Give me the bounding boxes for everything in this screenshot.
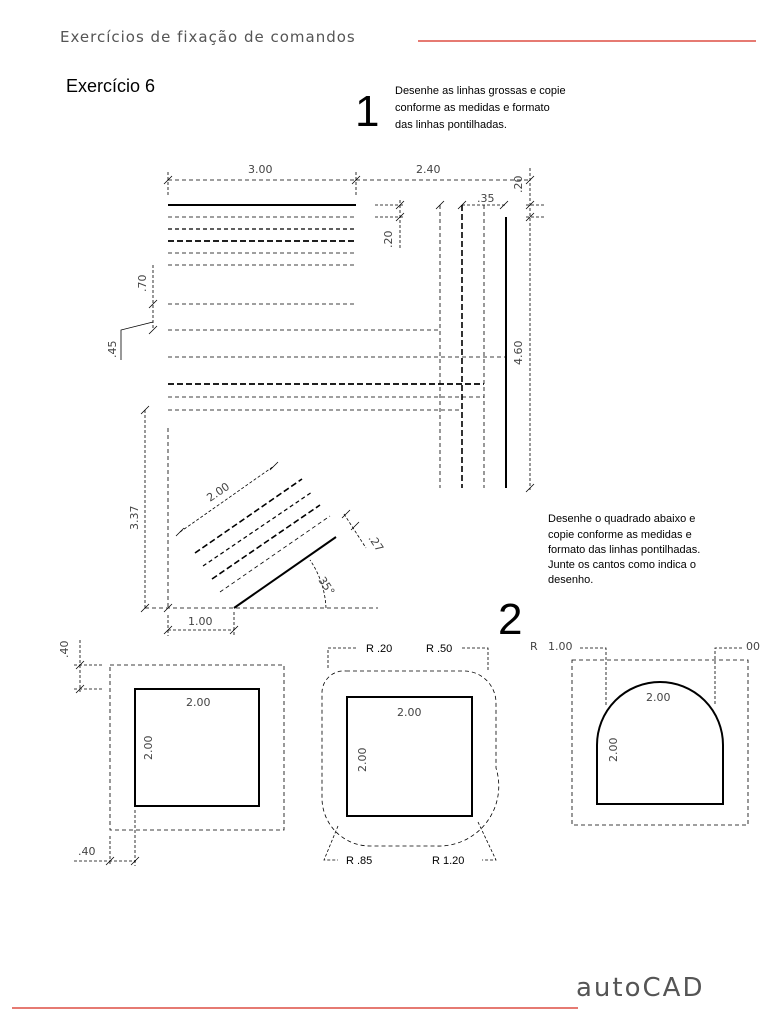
dim-4-60: 4.60 [512, 341, 525, 366]
dim-top-20: .20 [512, 176, 525, 194]
square-3 [571, 647, 749, 826]
square2-radius-top-left: R .20 [366, 643, 392, 655]
square1-offset-bottom: .40 [78, 845, 96, 858]
part2-instruction-line-4: Junte os cantos como indica o [548, 559, 696, 571]
part2-instruction-line-5: desenho. [548, 574, 593, 586]
part2-instruction-line-3: formato das linhas pontilhadas. [548, 544, 700, 556]
part2-instruction-line-1: Desenhe o quadrado abaixo e [548, 513, 695, 525]
square2-top-label: 2.00 [397, 706, 422, 719]
exercise-title: Exercício 6 [66, 76, 155, 96]
dim-diag-2-00: 2.00 [204, 480, 232, 504]
square2-radius-bottom-right: R 1.20 [432, 855, 464, 867]
part1-drawing [120, 168, 545, 636]
dim-1-00: 1.00 [188, 615, 213, 628]
dim-angle-35: 35° [316, 574, 338, 597]
part2-instruction-line-2: copie conforme as medidas e [548, 529, 692, 541]
footer-brand: autoCAD [576, 973, 704, 1003]
dim-27: .27 [366, 532, 387, 554]
dim-spacing-20: .20 [382, 231, 395, 249]
dim-top-2-40: 2.40 [416, 163, 441, 176]
dim-3-37: 3.37 [128, 506, 141, 531]
part1-number: 1 [355, 87, 379, 136]
square3-top-label: 2.00 [646, 691, 671, 704]
square-2 [321, 647, 500, 861]
square1-side-label: 2.00 [142, 736, 155, 761]
square3-radius-right: 00 [746, 640, 760, 653]
square3-radius-left: 1.00 [548, 640, 573, 653]
header-title: Exercícios de fixação de comandos [60, 28, 356, 46]
part1-instruction-line-1: Desenhe as linhas grossas e copie [395, 85, 566, 97]
part2-number: 2 [498, 595, 522, 644]
dim-45: .45 [106, 341, 119, 359]
dim-gap-35: .35 [477, 192, 495, 205]
square3-radius-prefix: R [530, 640, 538, 653]
square-1 [74, 640, 285, 866]
part1-instruction-line-3: das linhas pontilhadas. [395, 119, 507, 131]
square2-side-label: 2.00 [356, 748, 369, 773]
square2-radius-top-right: R .50 [426, 643, 452, 655]
dim-top-3-00: 3.00 [248, 163, 273, 176]
dim-70: .70 [136, 275, 149, 293]
square2-radius-bottom-left: R .85 [346, 855, 372, 867]
part1-instruction-line-2: conforme as medidas e formato [395, 102, 550, 114]
square1-offset-top: .40 [58, 641, 71, 659]
square3-side-label: 2.00 [607, 738, 620, 763]
square1-top-label: 2.00 [186, 696, 211, 709]
